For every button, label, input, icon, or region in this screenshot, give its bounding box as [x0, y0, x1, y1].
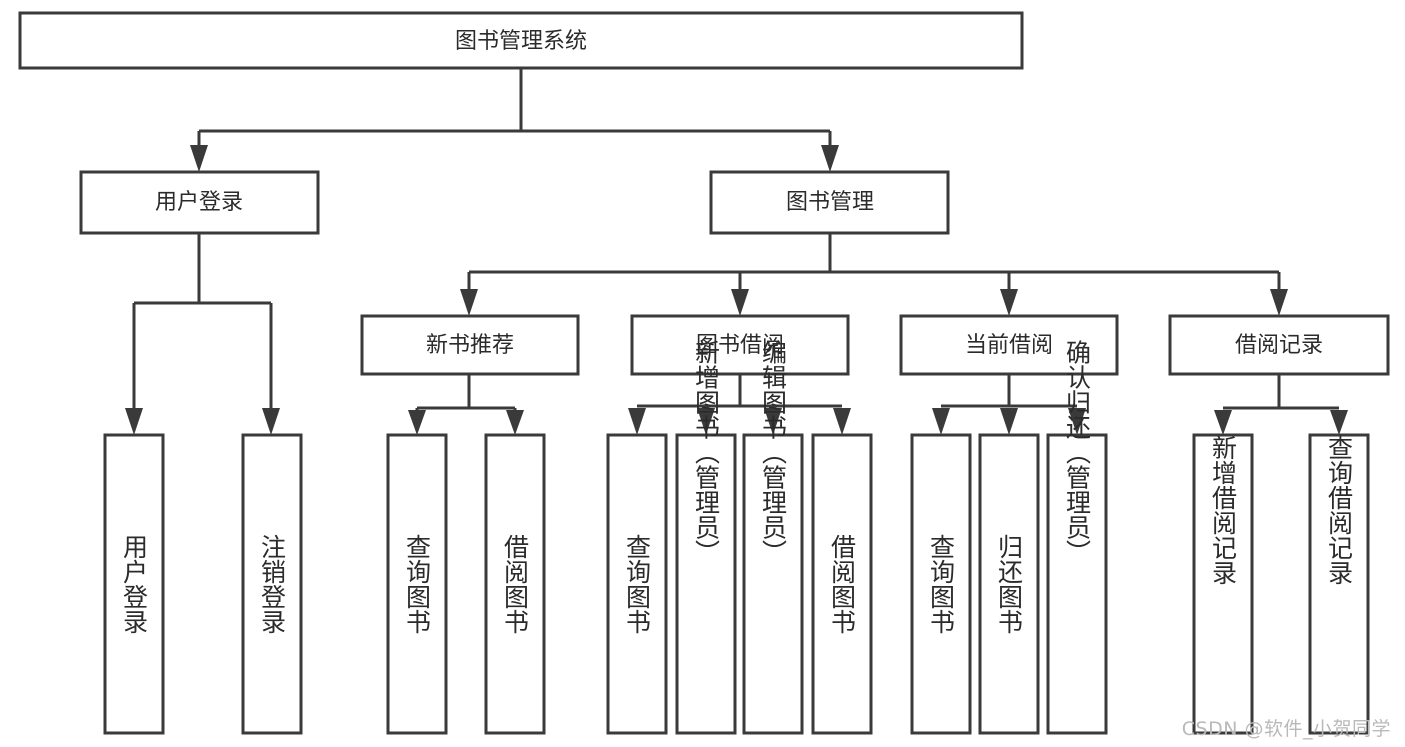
arrowhead-bb-add — [697, 408, 715, 435]
leaf-bb-edit-book-label: 编辑图书（管理员） — [759, 340, 788, 565]
arrowhead-bb-borrow — [833, 408, 851, 435]
leaf-nb-query-book[interactable]: 查询图书 — [386, 433, 448, 735]
node-new-book-recommend-label: 新书推荐 — [426, 333, 514, 358]
arrowhead-bb-edit — [764, 408, 782, 435]
leaf-bb-query-book-rect[interactable] — [606, 433, 668, 735]
leaf-bb-query-book-label: 查询图书 — [623, 534, 652, 634]
leaf-bb-edit-book[interactable]: 编辑图书（管理员） — [742, 340, 804, 735]
arrowhead-bb-query — [628, 408, 646, 435]
node-root-label: 图书管理系统 — [455, 29, 587, 54]
node-borrow-record-rect[interactable] — [1168, 314, 1390, 376]
leaf-cb-query-book[interactable]: 查询图书 — [910, 433, 972, 735]
arrowhead-nb-borrow — [506, 410, 524, 435]
leaf-bb-borrow-book-rect[interactable] — [811, 433, 873, 735]
leaf-user-login-label: 用户登录 — [120, 534, 149, 634]
connector-layer — [125, 68, 1348, 435]
arrowhead-leaf-logout — [262, 408, 280, 435]
leaf-nb-query-book-rect[interactable] — [386, 433, 448, 735]
arrowhead-cb-return — [1000, 408, 1018, 435]
leaf-br-add-record-label: 新增借阅记录 — [1209, 435, 1238, 585]
node-book-manage-label: 图书管理 — [786, 190, 874, 215]
node-borrow-record[interactable]: 借阅记录 — [1168, 314, 1390, 376]
leaf-cb-return-book-rect[interactable] — [978, 433, 1040, 735]
node-root[interactable]: 图书管理系统 — [18, 11, 1024, 70]
leaf-logout-label: 注销登录 — [258, 534, 287, 634]
arrowhead-new-book — [460, 289, 478, 316]
arrowhead-br-add — [1214, 410, 1232, 435]
node-book-manage-rect[interactable] — [709, 170, 950, 235]
leaf-nb-query-book-label: 查询图书 — [403, 534, 432, 634]
leaf-br-add-record[interactable]: 新增借阅记录 — [1192, 433, 1254, 735]
node-current-borrow-rect[interactable] — [899, 314, 1119, 376]
node-new-book-recommend[interactable]: 新书推荐 — [360, 314, 580, 376]
node-book-manage[interactable]: 图书管理 — [709, 170, 950, 235]
arrowhead-br-query — [1330, 410, 1348, 435]
node-book-borrow[interactable]: 图书借阅 — [630, 314, 850, 376]
leaf-user-login-rect[interactable] — [103, 433, 165, 735]
arrowhead-cb-confirm — [1068, 408, 1086, 435]
node-new-book-recommend-rect[interactable] — [360, 314, 580, 376]
arrowhead-book-borrow — [731, 289, 749, 316]
node-user-login[interactable]: 用户登录 — [79, 170, 320, 235]
arrowhead-user-login — [190, 145, 208, 172]
leaf-cb-return-book-label: 归还图书 — [995, 534, 1024, 634]
node-current-borrow[interactable]: 当前借阅 — [899, 314, 1119, 376]
leaf-br-query-record-label: 查询借阅记录 — [1325, 435, 1354, 585]
leaf-br-query-record-rect[interactable] — [1308, 433, 1370, 735]
leaf-bb-add-book[interactable]: 新增图书（管理员） — [675, 340, 737, 735]
leaf-logout-rect[interactable] — [241, 433, 303, 735]
leaf-br-query-record[interactable]: 查询借阅记录 — [1308, 433, 1370, 735]
leaf-logout[interactable]: 注销登录 — [241, 433, 303, 735]
leaf-cb-confirm-return-label: 确认归还（管理员） — [1063, 340, 1092, 565]
leaf-bb-borrow-book-label: 借阅图书 — [828, 534, 857, 634]
node-root-rect[interactable] — [18, 11, 1024, 70]
node-user-login-rect[interactable] — [79, 170, 320, 235]
leaf-nb-borrow-book-rect[interactable] — [484, 433, 546, 735]
node-current-borrow-label: 当前借阅 — [965, 333, 1053, 358]
arrowhead-nb-query — [408, 410, 426, 435]
node-user-login-label: 用户登录 — [155, 190, 243, 215]
arrowhead-borrow-record — [1270, 289, 1288, 316]
leaf-bb-query-book[interactable]: 查询图书 — [606, 433, 668, 735]
node-book-borrow-rect[interactable] — [630, 314, 850, 376]
node-borrow-record-label: 借阅记录 — [1235, 333, 1323, 358]
leaf-cb-query-book-rect[interactable] — [910, 433, 972, 735]
leaf-cb-return-book[interactable]: 归还图书 — [978, 433, 1040, 735]
arrowhead-current-borrow — [1000, 289, 1018, 316]
arrowhead-cb-query — [932, 408, 950, 435]
leaf-br-add-record-rect[interactable] — [1192, 433, 1254, 735]
node-book-borrow-label: 图书借阅 — [696, 333, 784, 358]
leaf-cb-confirm-return[interactable]: 确认归还（管理员） — [1046, 340, 1108, 735]
leaf-cb-confirm-return-rect[interactable] — [1046, 433, 1108, 735]
leaf-bb-edit-book-rect[interactable] — [742, 433, 804, 735]
leaf-user-login[interactable]: 用户登录 — [103, 433, 165, 735]
leaf-bb-add-book-label: 新增图书（管理员） — [692, 340, 721, 565]
leaf-cb-query-book-label: 查询图书 — [927, 534, 956, 634]
csdn-watermark: CSDN @软件_小贺同学 — [1181, 718, 1391, 740]
arrowhead-leaf-user-login — [125, 408, 143, 435]
leaf-nb-borrow-book[interactable]: 借阅图书 — [484, 433, 546, 735]
leaf-bb-borrow-book[interactable]: 借阅图书 — [811, 433, 873, 735]
arrowhead-book-manage — [821, 145, 839, 172]
leaf-bb-add-book-rect[interactable] — [675, 433, 737, 735]
leaf-nb-borrow-book-label: 借阅图书 — [501, 534, 530, 634]
